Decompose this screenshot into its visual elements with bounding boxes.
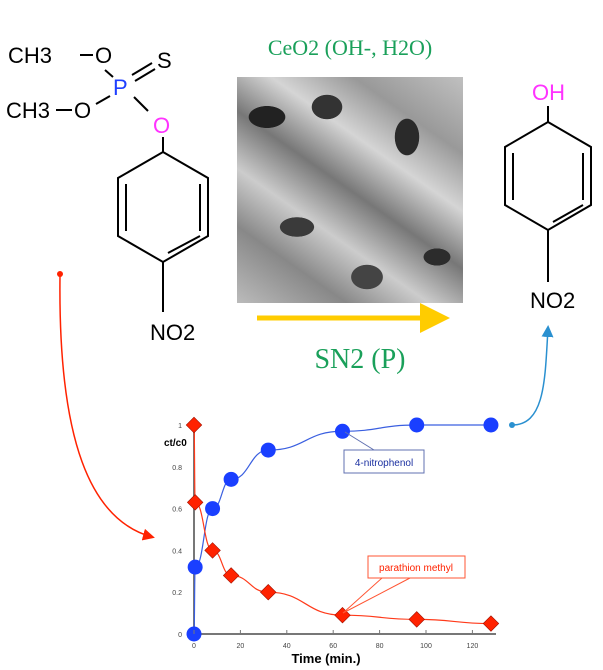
product-link-arrow xyxy=(511,325,554,426)
x-axis-label: Time (min.) xyxy=(291,651,360,666)
series-line-4-nitrophenol xyxy=(193,424,491,635)
data-point-diamond xyxy=(185,416,203,434)
nitro-group: NO2 xyxy=(150,320,195,345)
y-tick-label: 1 xyxy=(178,423,182,430)
data-point-circle xyxy=(205,501,221,517)
data-point-circle xyxy=(409,417,425,433)
data-point-diamond xyxy=(482,615,500,632)
y-tick-label: 0.2 xyxy=(172,590,182,597)
x-tick-label: 80 xyxy=(376,643,384,650)
x-tick-label: 120 xyxy=(467,643,479,650)
hydroxyl-group: OH xyxy=(532,80,565,105)
data-point-diamond xyxy=(204,542,221,559)
series-line-parathion-methyl xyxy=(193,424,491,625)
x-tick-label: 0 xyxy=(192,643,196,650)
4-nitrophenol-structure: OH NO2 xyxy=(504,80,592,313)
phosphorus: P xyxy=(113,75,128,100)
y-tick-label: 0.4 xyxy=(172,548,182,555)
y-tick-label: 0.8 xyxy=(172,465,182,472)
svg-text:parathion methyl: parathion methyl xyxy=(379,563,453,574)
x-tick-label: 100 xyxy=(420,643,432,650)
parathion-methyl-structure: CH3 O CH3 O P S O NO2 xyxy=(6,43,209,345)
label-4-nitrophenol: 4-nitrophenol xyxy=(343,431,425,474)
svg-text:4-nitrophenol: 4-nitrophenol xyxy=(355,458,413,469)
ch3-top: CH3 xyxy=(8,43,52,68)
x-tick-label: 20 xyxy=(237,643,245,650)
y-tick-label: 0 xyxy=(178,632,182,639)
label-parathion-methyl: parathion methyl xyxy=(342,555,466,614)
data-point-circle xyxy=(334,423,350,439)
data-point-diamond xyxy=(222,567,240,584)
kinetics-chart: ct/c0 Time (min.) 0 20 40 60 80 100 120 0 0.2 0.4… xyxy=(164,416,500,666)
x-tick-label: 60 xyxy=(329,643,337,650)
data-point-circle xyxy=(187,559,203,575)
x-tick-label: 40 xyxy=(283,643,291,650)
data-point-diamond xyxy=(186,494,204,511)
mechanism-label: SN2 (P) xyxy=(314,344,405,375)
y-tick-label: 0.6 xyxy=(172,507,182,514)
data-point-diamond xyxy=(260,583,277,601)
nitro-group: NO2 xyxy=(530,288,575,313)
ceo2-sem-image xyxy=(237,77,463,303)
y-axis-label: ct/c0 xyxy=(164,438,187,449)
sulfur: S xyxy=(157,48,172,73)
data-point-circle xyxy=(260,442,276,458)
o-bottom: O xyxy=(74,98,91,123)
data-point-circle xyxy=(223,471,239,487)
catalyst-label: CeO2 (OH-, H2O) xyxy=(268,35,432,60)
ester-oxygen: O xyxy=(153,113,170,138)
data-point-diamond xyxy=(408,611,425,628)
data-point-diamond xyxy=(334,606,351,624)
o-top: O xyxy=(95,43,112,68)
ch3-bottom: CH3 xyxy=(6,98,50,123)
reactant-link-arrow xyxy=(59,275,155,541)
data-point-circle xyxy=(483,417,499,433)
